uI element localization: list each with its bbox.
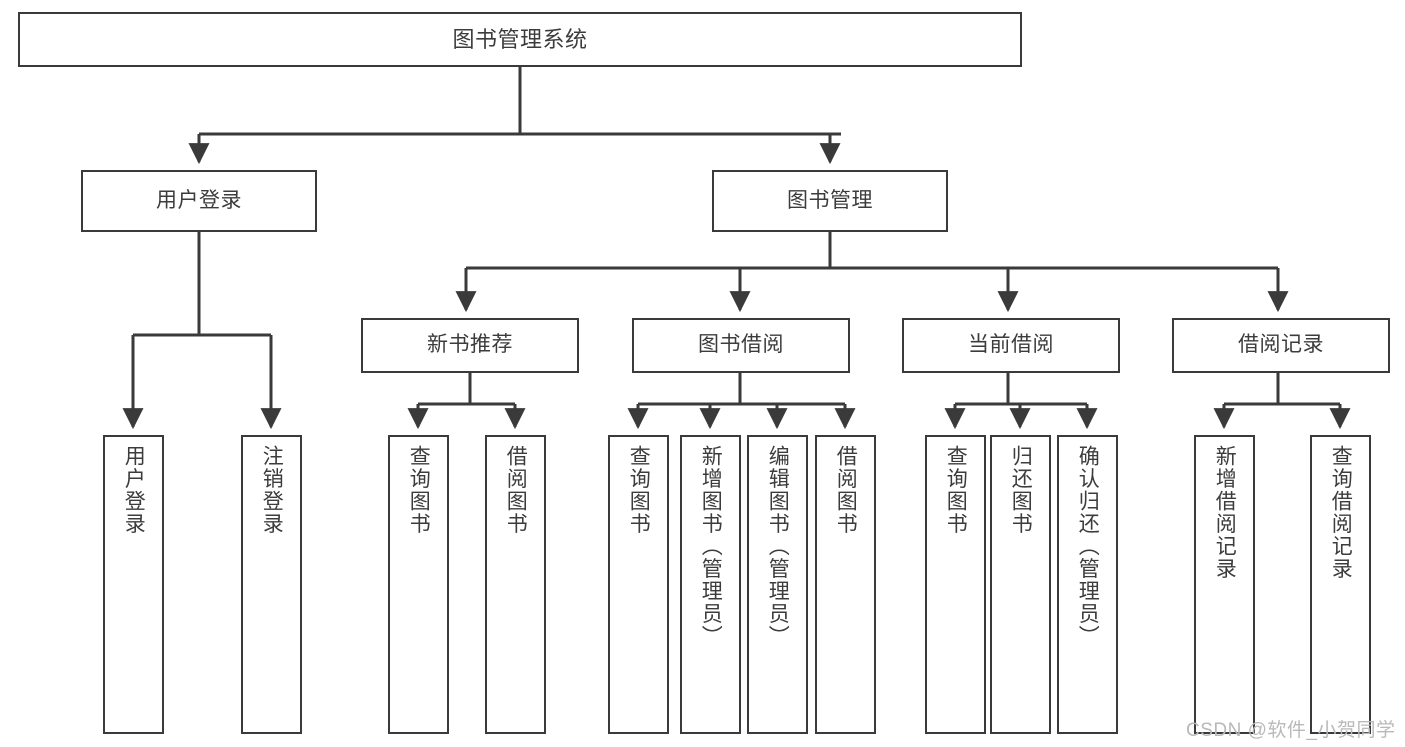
node-leaf-edit-book[interactable]: 编辑图书（管理员）	[747, 435, 808, 734]
node-leaf-confirm-return-label: 确认归还（管理员）	[1076, 445, 1100, 648]
node-leaf-query-book-2-label: 查询图书	[627, 445, 651, 535]
node-leaf-borrow-book-2[interactable]: 借阅图书	[815, 435, 876, 734]
node-leaf-query-book-2[interactable]: 查询图书	[608, 435, 669, 734]
node-new-book-recommend[interactable]: 新书推荐	[361, 318, 579, 373]
node-leaf-return-book[interactable]: 归还图书	[990, 435, 1051, 734]
node-current-borrow[interactable]: 当前借阅	[902, 318, 1120, 373]
node-leaf-add-record[interactable]: 新增借阅记录	[1194, 435, 1255, 734]
node-book-manage-label: 图书管理	[787, 188, 873, 212]
node-borrow-record-label: 借阅记录	[1238, 333, 1324, 357]
node-leaf-add-book[interactable]: 新增图书（管理员）	[680, 435, 741, 734]
node-book-borrow-label: 图书借阅	[698, 333, 784, 357]
node-leaf-query-book-1[interactable]: 查询图书	[388, 435, 449, 734]
node-user-login[interactable]: 用户登录	[81, 170, 317, 232]
node-leaf-return-book-label: 归还图书	[1009, 445, 1033, 535]
node-new-book-recommend-label: 新书推荐	[427, 333, 513, 357]
node-leaf-query-book-3[interactable]: 查询图书	[925, 435, 986, 734]
node-leaf-query-book-3-label: 查询图书	[944, 445, 968, 535]
node-leaf-query-record[interactable]: 查询借阅记录	[1310, 435, 1371, 734]
node-leaf-borrow-book-1-label: 借阅图书	[504, 445, 528, 535]
node-leaf-add-record-label: 新增借阅记录	[1213, 445, 1237, 580]
node-borrow-record[interactable]: 借阅记录	[1172, 318, 1390, 373]
node-leaf-confirm-return[interactable]: 确认归还（管理员）	[1057, 435, 1118, 734]
node-leaf-query-record-label: 查询借阅记录	[1329, 445, 1353, 580]
node-leaf-logout-label: 注销登录	[260, 445, 284, 535]
node-leaf-query-book-1-label: 查询图书	[407, 445, 431, 535]
node-leaf-user-login-label: 用户登录	[122, 445, 146, 535]
node-root-label: 图书管理系统	[452, 26, 588, 52]
node-leaf-user-login[interactable]: 用户登录	[103, 435, 164, 734]
csdn-watermark: CSDN @软件_小贺同学	[1186, 720, 1396, 741]
node-leaf-edit-book-label: 编辑图书（管理员）	[766, 445, 790, 648]
node-user-login-label: 用户登录	[156, 188, 242, 212]
node-leaf-add-book-label: 新增图书（管理员）	[699, 445, 723, 648]
node-book-manage[interactable]: 图书管理	[712, 170, 948, 232]
node-book-borrow[interactable]: 图书借阅	[632, 318, 850, 373]
node-leaf-logout[interactable]: 注销登录	[241, 435, 302, 734]
node-leaf-borrow-book-2-label: 借阅图书	[834, 445, 858, 535]
node-root[interactable]: 图书管理系统	[18, 12, 1022, 67]
node-leaf-borrow-book-1[interactable]: 借阅图书	[485, 435, 546, 734]
node-current-borrow-label: 当前借阅	[968, 333, 1054, 357]
